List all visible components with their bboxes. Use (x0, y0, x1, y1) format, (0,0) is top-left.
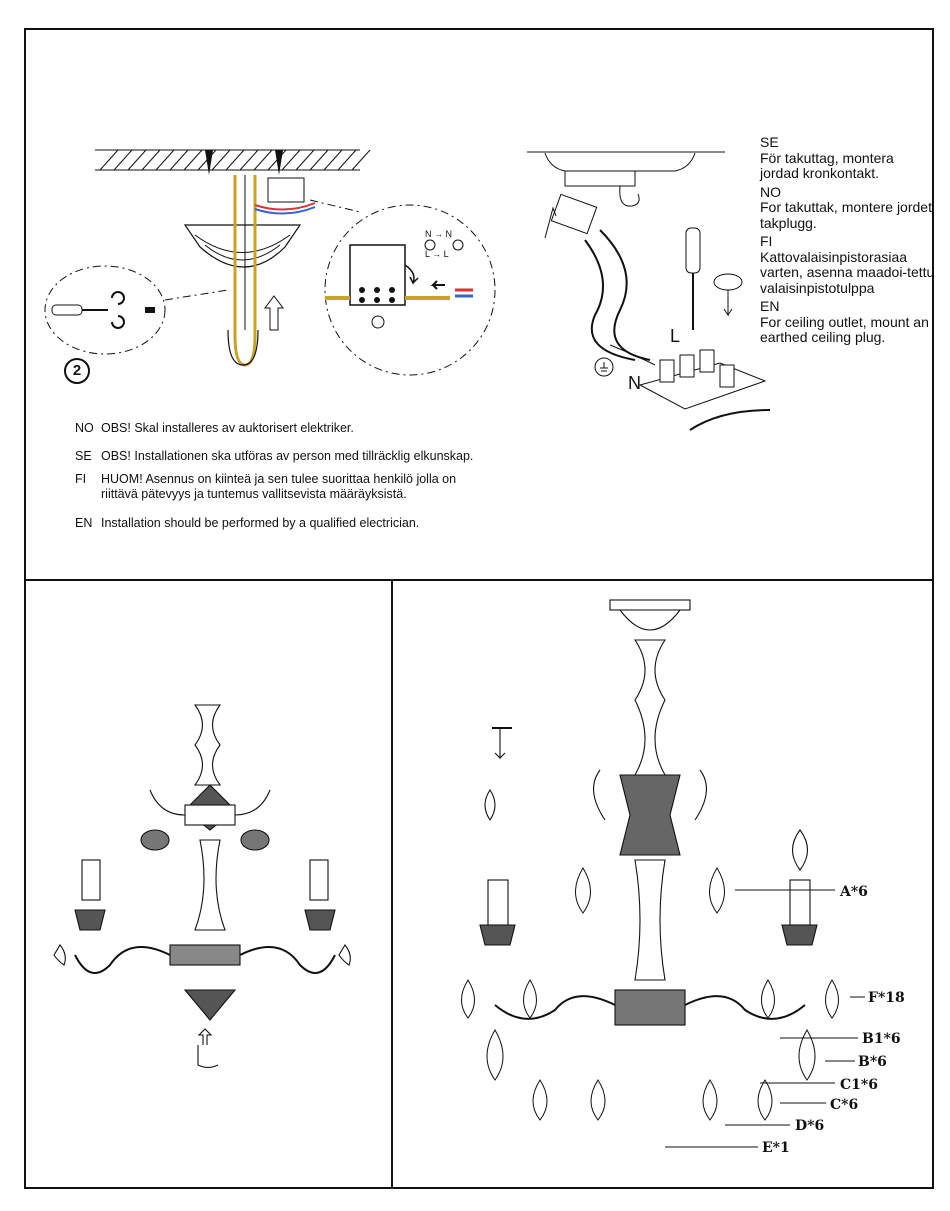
warning-se: SE OBS! Installationen ska utföras av pe… (75, 449, 535, 465)
lang-code: SE (75, 449, 92, 463)
crystal-drop (761, 979, 775, 1019)
part-label-b1: B1*6 (862, 1031, 901, 1047)
instruction-text: För takuttag, montera jordad kronkontakt… (760, 149, 894, 181)
instruction-text: Kattovalaisinpistorasiaa varten, asenna … (760, 248, 935, 296)
live-mapping: L → L (425, 249, 449, 259)
warning-fi: FI HUOM! Asennus on kiinteä ja sen tulee… (75, 472, 535, 504)
crystal-drop (575, 867, 591, 914)
instruction-text: For takuttak, montere jordet takplugg. (760, 199, 932, 231)
crystal-drop (709, 867, 725, 914)
live-label: L (670, 326, 681, 346)
part-label-d: D*6 (795, 1118, 825, 1134)
lang-code: NO (75, 421, 94, 435)
lang-code: FI (760, 233, 773, 249)
warning-text: Installation should be performed by a qu… (101, 516, 420, 530)
crystal-drop (798, 1029, 816, 1081)
part-label-a: A*6 (840, 884, 868, 900)
crystal-drop (523, 979, 537, 1019)
warning-text: HUOM! Asennus on kiinteä ja sen tulee su… (101, 472, 457, 501)
crystal-drop (461, 979, 475, 1019)
part-label-c1: C1*6 (840, 1077, 878, 1093)
part-label-c: C*6 (830, 1097, 859, 1113)
crystal-drop (757, 1079, 773, 1121)
neutral-mapping: N → N (425, 229, 452, 239)
neutral-label: N (628, 373, 641, 393)
warning-text: OBS! Skal installeres av auktorisert ele… (101, 421, 354, 435)
lang-code: SE (760, 134, 779, 150)
warning-text: OBS! Installationen ska utföras av perso… (101, 449, 474, 463)
part-label-b: B*6 (858, 1054, 887, 1070)
ceiling-outlet-instructions: SE För takuttag, montera jordad kronkont… (760, 134, 935, 349)
part-label-e: E*1 (762, 1140, 790, 1156)
crystal-drop (590, 1079, 606, 1121)
lang-code: EN (760, 298, 780, 314)
lang-code: EN (75, 516, 93, 530)
instruction-text: For ceiling outlet, mount an earthed cei… (760, 313, 929, 345)
lang-code: NO (760, 183, 781, 200)
terminal-mapping: N → N L → L (425, 228, 452, 260)
part-label-f: F*18 (868, 990, 905, 1006)
lang-code: FI (75, 472, 87, 486)
warning-en: EN Installation should be performed by a… (75, 516, 535, 532)
crystal-drop (486, 1029, 504, 1081)
crystal-drop (702, 1079, 718, 1121)
warning-no: NO OBS! Skal installeres av auktorisert … (75, 421, 535, 437)
step-number: 2 (64, 358, 90, 384)
crystal-drop (825, 979, 839, 1019)
parts-panel (391, 579, 934, 1189)
crystal-drop (532, 1079, 548, 1121)
